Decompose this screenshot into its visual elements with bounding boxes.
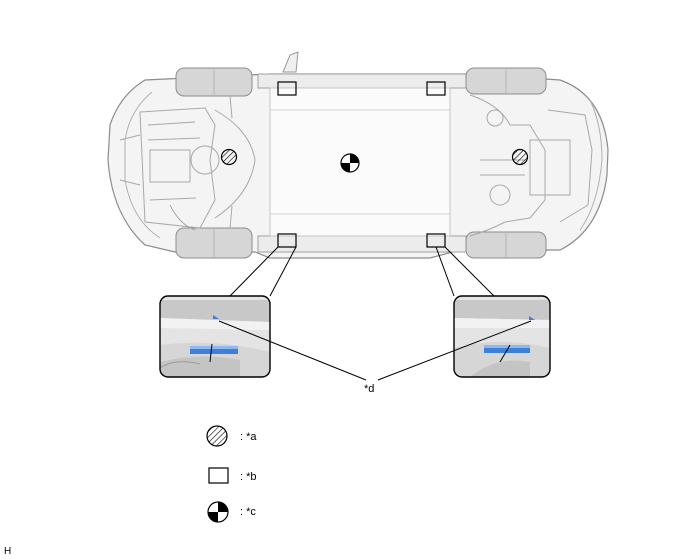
detail-leader-lines [229,246,495,297]
legend-symbol-quartered-circle [207,501,229,523]
detail-view-rear [453,295,551,378]
callout-d-leaders [218,320,532,381]
front-jack-point-symbol [220,148,238,166]
legend-symbol-hatched-circle [206,425,228,447]
legend-text-c: : *c [240,506,256,518]
support-point-rear-upper [426,81,446,96]
rear-jack-point-symbol [511,148,529,166]
legend-text-b: : *b [240,471,257,483]
support-point-front-lower [277,233,297,248]
legend-symbol-rectangle [208,467,229,484]
center-of-gravity-symbol [340,153,360,173]
illustration-code: H [4,546,12,557]
vehicle-body [107,51,609,259]
detail-view-front [159,295,271,378]
support-point-front-upper [277,81,297,96]
legend-text-a: : *a [240,431,257,443]
callout-label-d: *d [364,383,375,395]
